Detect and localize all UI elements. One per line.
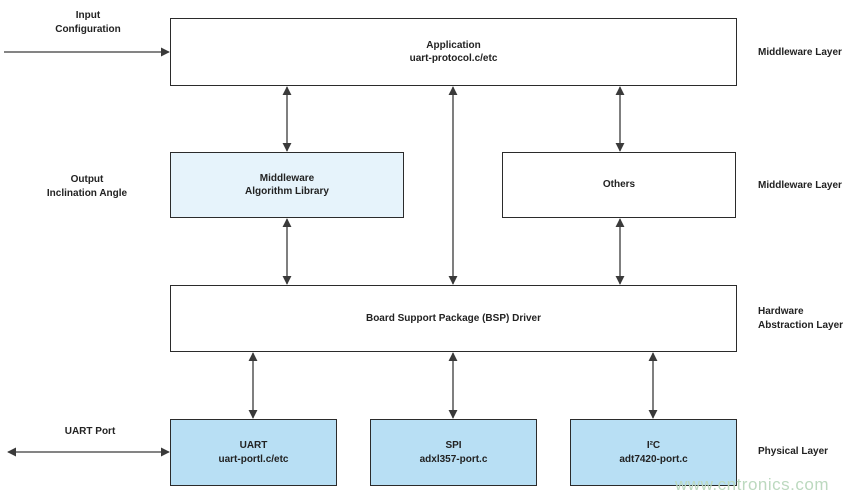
i2c-box: I²C adt7420-port.c [570,419,737,486]
layer-hal-line1: Hardware [758,306,804,317]
bsp-driver-box: Board Support Package (BSP) Driver [170,285,737,352]
middleware-subtitle: Algorithm Library [245,186,329,197]
uart-port-text: UART Port [64,426,116,437]
layer-label-top: Middleware Layer [758,46,848,60]
layer-physical-text: Physical Layer [758,446,829,457]
i2c-title: I²C [646,440,661,451]
spi-title: SPI [445,440,462,451]
bsp-title: Board Support Package (BSP) Driver [365,312,542,324]
spi-box: SPI adxl357-port.c [370,419,537,486]
output-inclination-label: Output Inclination Angle [33,173,141,200]
application-title: Application [426,39,481,51]
input-label-line2: Configuration [55,23,121,35]
layer-middle-text: Middleware Layer [758,180,842,191]
input-label-line1: Input [75,10,101,21]
uart-port-label: UART Port [40,425,140,439]
i2c-file: adt7420-port.c [619,453,688,465]
uart-title: UART [239,440,268,451]
others-box: Others [502,152,736,218]
uart-box: UART uart-portl.c/etc [170,419,337,486]
watermark: www.cntronics.com [675,475,829,494]
layer-top-text: Middleware Layer [758,47,842,58]
middleware-title: Middleware [259,172,315,184]
application-box: Application uart-protocol.c/etc [170,18,737,86]
layer-label-middle: Middleware Layer [758,179,848,193]
spi-file: adxl357-port.c [419,453,488,465]
layer-hal-line2: Abstraction Layer [758,319,844,331]
layer-label-physical: Physical Layer [758,445,848,459]
others-title: Others [602,179,636,191]
output-label-line1: Output [70,174,104,185]
input-configuration-label: Input Configuration [38,9,138,36]
application-file: uart-protocol.c/etc [409,53,498,64]
layer-label-hal: Hardware Abstraction Layer [758,305,848,332]
uart-file: uart-portl.c/etc [218,453,289,465]
output-label-line2: Inclination Angle [46,187,128,199]
middleware-algorithm-box: Middleware Algorithm Library [170,152,404,218]
